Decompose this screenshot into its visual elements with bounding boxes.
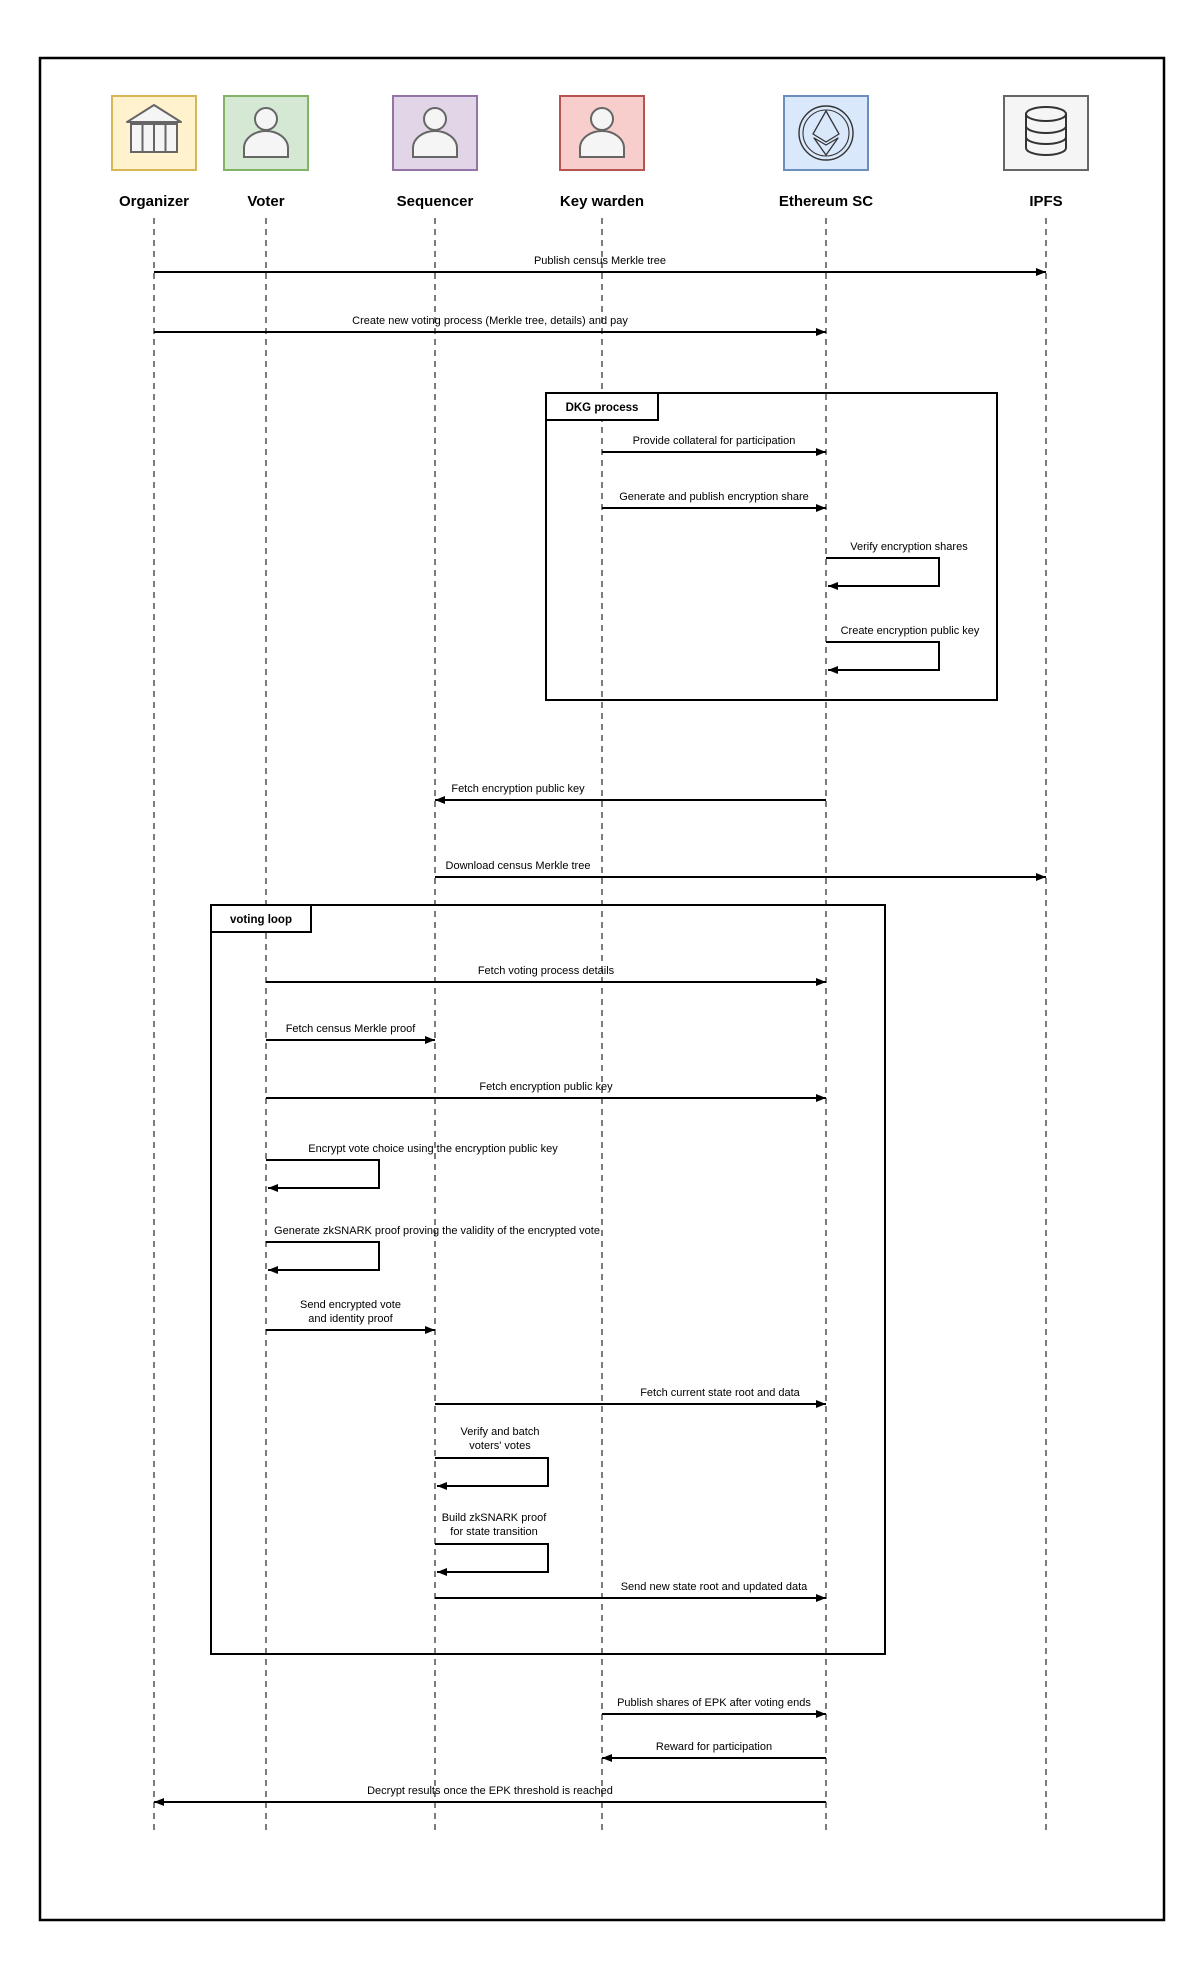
self-message-arrow [266, 1241, 380, 1274]
message-label: Fetch voting process details [478, 965, 615, 977]
actor-organizer: Organizer [111, 95, 197, 210]
actor-key_warden: Key warden [559, 95, 645, 210]
message-label: Generate zkSNARK proof proving the valid… [274, 1225, 600, 1237]
self-message: Encrypt vote choice using the encryption… [266, 1143, 558, 1192]
message-label: Fetch encryption public key [451, 783, 585, 795]
person-icon [412, 107, 458, 158]
frame-label-box [210, 904, 312, 933]
message-label: Create encryption public key [841, 625, 980, 637]
message-label: Publish shares of EPK after voting ends [617, 1697, 811, 1709]
frame-voting-loop: voting loop [210, 904, 886, 1655]
actor-ethereum: Ethereum SC [779, 95, 873, 210]
actor-label: IPFS [1029, 193, 1062, 210]
self-message-arrow [826, 557, 940, 590]
message: Publish shares of EPK after voting ends [602, 1697, 826, 1718]
self-message: Generate zkSNARK proof proving the valid… [266, 1225, 600, 1274]
actor-box [783, 95, 869, 171]
message-label: Reward for participation [656, 1741, 772, 1753]
person-icon [243, 107, 289, 158]
actor-label: Sequencer [397, 193, 474, 210]
message-label: Send new state root and updated data [621, 1581, 808, 1593]
bank-icon [126, 104, 182, 153]
message-label: Fetch encryption public key [479, 1081, 613, 1093]
person-icon [579, 107, 625, 158]
database-icon [1025, 106, 1067, 156]
actor-voter: Voter [223, 95, 309, 210]
message: Generate and publish encryption share [602, 491, 826, 512]
message-label: Generate and publish encryption share [619, 491, 809, 503]
ethereum-icon [798, 105, 854, 161]
message-label: Publish census Merkle tree [534, 255, 666, 267]
message: Provide collateral for participation [602, 435, 826, 456]
message: Fetch encryption public key [435, 783, 826, 804]
frame-label-box [545, 392, 659, 421]
message-label: Decrypt results once the EPK threshold i… [367, 1785, 613, 1797]
actor-sequencer: Sequencer [392, 95, 478, 210]
message: Fetch census Merkle proof [266, 1023, 435, 1044]
frame-label: voting loop [230, 914, 292, 926]
actor-ipfs: IPFS [1003, 95, 1089, 210]
frame-border [210, 904, 886, 1655]
message: Fetch current state root and data [435, 1387, 826, 1408]
frame-dkg-process: DKG process [545, 392, 998, 701]
self-message: Verify encryption shares [826, 541, 968, 590]
message: Publish census Merkle tree [154, 255, 1046, 276]
self-message-arrow [435, 1457, 549, 1490]
message-label: Provide collateral for participation [633, 435, 796, 447]
frame-label: DKG process [566, 402, 639, 414]
message-label: Download census Merkle tree [446, 860, 591, 872]
message: Create new voting process (Merkle tree, … [154, 315, 826, 336]
actor-label: Ethereum SC [779, 193, 873, 210]
message: Reward for participation [602, 1741, 826, 1762]
actor-label: Organizer [119, 193, 189, 210]
actor-label: Voter [247, 193, 284, 210]
message-label: Fetch current state root and data [640, 1387, 800, 1399]
message-label: Verify encryption shares [850, 541, 968, 553]
message-label: Create new voting process (Merkle tree, … [352, 315, 628, 327]
frame-border [545, 392, 998, 701]
self-message: Create encryption public key [826, 625, 980, 674]
message: Download census Merkle tree [435, 860, 1046, 881]
message: Fetch voting process details [266, 965, 826, 986]
message-label: Encrypt vote choice using the encryption… [308, 1143, 558, 1155]
self-message-arrow [435, 1543, 549, 1576]
message-label: Fetch census Merkle proof [286, 1023, 417, 1035]
actor-label: Key warden [560, 193, 644, 210]
message: Decrypt results once the EPK threshold i… [154, 1785, 826, 1806]
diagram-border [38, 56, 1166, 1922]
self-message-arrow [266, 1159, 380, 1192]
message: Fetch encryption public key [266, 1081, 826, 1102]
message: Send new state root and updated data [435, 1581, 826, 1602]
self-message-arrow [826, 641, 940, 674]
